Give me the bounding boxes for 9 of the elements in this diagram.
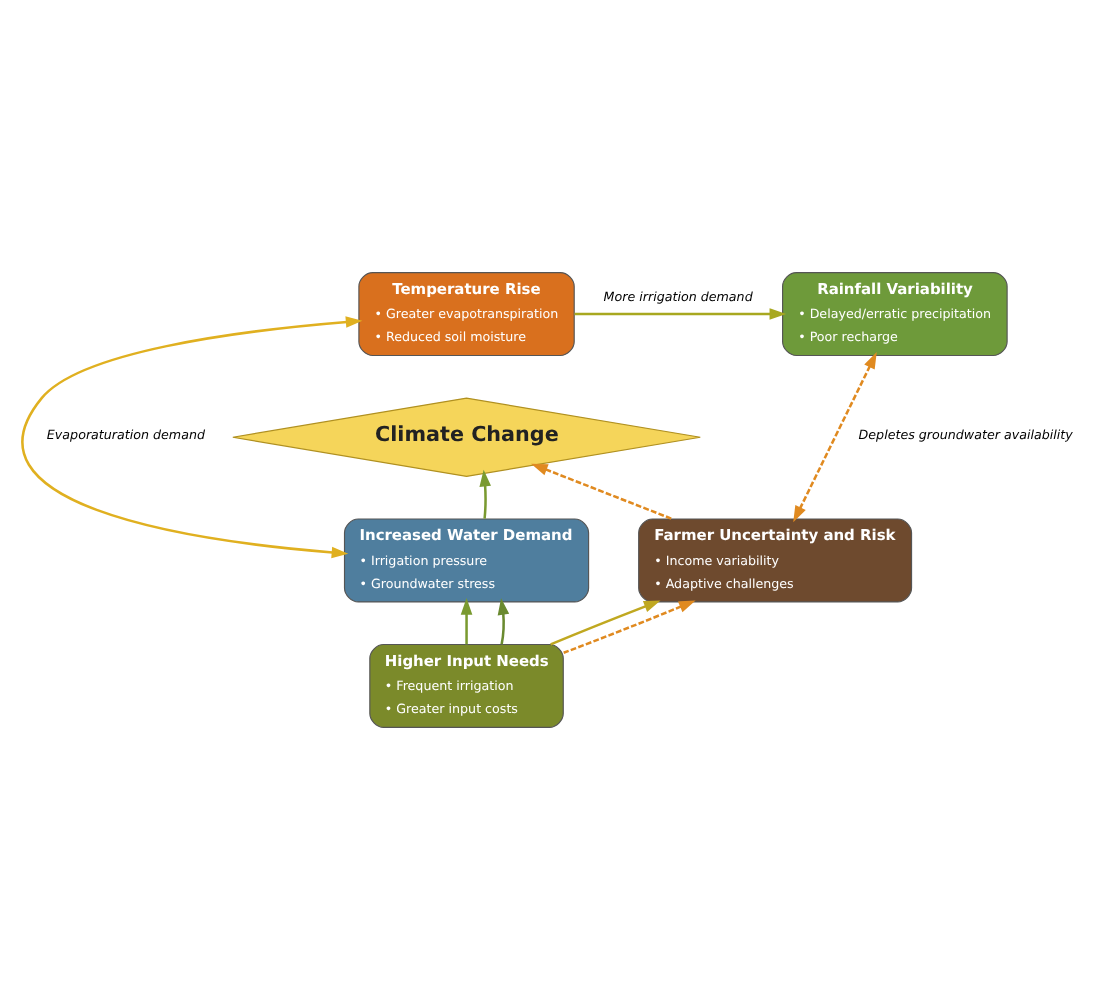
arrow bbox=[574, 308, 787, 320]
arrow bbox=[793, 352, 877, 523]
arrow bbox=[21, 316, 363, 559]
arrow bbox=[531, 463, 673, 521]
arrow bbox=[479, 469, 491, 519]
arrow bbox=[563, 600, 696, 654]
arrow bbox=[497, 598, 510, 645]
arrow bbox=[460, 598, 473, 645]
arrow bbox=[550, 600, 661, 646]
